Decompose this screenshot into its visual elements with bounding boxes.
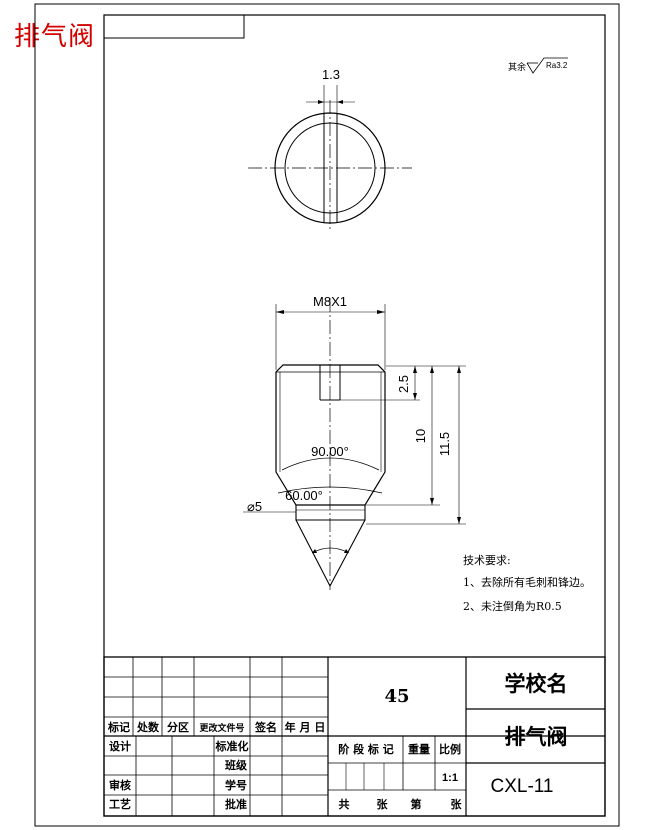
tech-line-2: 2、未注倒角为R0.5: [463, 599, 562, 613]
tech-heading: 技术要求:: [463, 554, 511, 567]
title-block: [103, 656, 606, 817]
tb-row-shenhe: 审核: [109, 778, 131, 792]
outer-border: [34, 3, 620, 827]
tb-scale-label: 比例: [439, 742, 461, 756]
drawing-title: 排气阀: [14, 22, 96, 52]
tb-row-pizhun: 批准: [225, 797, 247, 811]
tb-row-banji: 班级: [225, 758, 248, 772]
top-view: [248, 85, 412, 232]
tb-row-sheji: 设计: [109, 739, 131, 753]
dim-thread: M8X1: [313, 294, 347, 309]
tb-scale-value: 1:1: [442, 772, 458, 784]
tb-row-gongyi: 工艺: [109, 797, 131, 811]
dim-length-11-5: 11.5: [437, 432, 452, 456]
surface-note-ra: Ra3.2: [546, 61, 568, 70]
tb-code: CXL-11: [490, 776, 553, 797]
tb-school: 学校名: [505, 671, 568, 696]
dim-angle-60: 60.00°: [285, 488, 323, 503]
tb-col-chushu: 处数: [136, 720, 160, 734]
dim-length-10: 10: [413, 429, 428, 443]
surface-roughness-note: 其余 Ra3.2: [508, 57, 568, 74]
tb-material: 45: [384, 686, 409, 707]
dim-slot-depth: 2.5: [396, 375, 411, 393]
tb-row-xuehao: 学号: [225, 778, 247, 792]
roughness-symbol-icon: [526, 57, 568, 74]
tb-col-fenqu: 分区: [167, 720, 189, 734]
tech-line-1: 1、去除所有毛刺和锋边。: [463, 575, 591, 589]
surface-note-prefix: 其余: [508, 61, 526, 73]
tb-row-biaozhunhua: 标准化: [215, 739, 249, 753]
tb-sheet-di: 第: [411, 797, 422, 811]
code-box: [103, 14, 245, 39]
dim-dia5: ⌀5: [247, 499, 262, 514]
tb-sheet-zhang2: 张: [451, 797, 463, 811]
dim-angle-90: 90.00°: [311, 444, 349, 459]
tb-part-name: 排气阀: [505, 724, 568, 749]
tb-stage-label: 阶 段 标 记: [338, 742, 394, 756]
dim-slot-width: 1.3: [322, 67, 340, 82]
tb-col-genggai: 更改文件号: [199, 722, 244, 734]
tb-sheet-gong: 共: [339, 797, 350, 811]
tb-col-qianming: 签名: [254, 720, 277, 734]
tb-weight-label: 重量: [408, 742, 430, 756]
tb-col-biaoji: 标记: [107, 720, 130, 734]
tb-sheet-zhang: 张: [377, 797, 389, 811]
front-view: [243, 298, 466, 590]
tb-col-date: 年 月 日: [285, 720, 326, 734]
